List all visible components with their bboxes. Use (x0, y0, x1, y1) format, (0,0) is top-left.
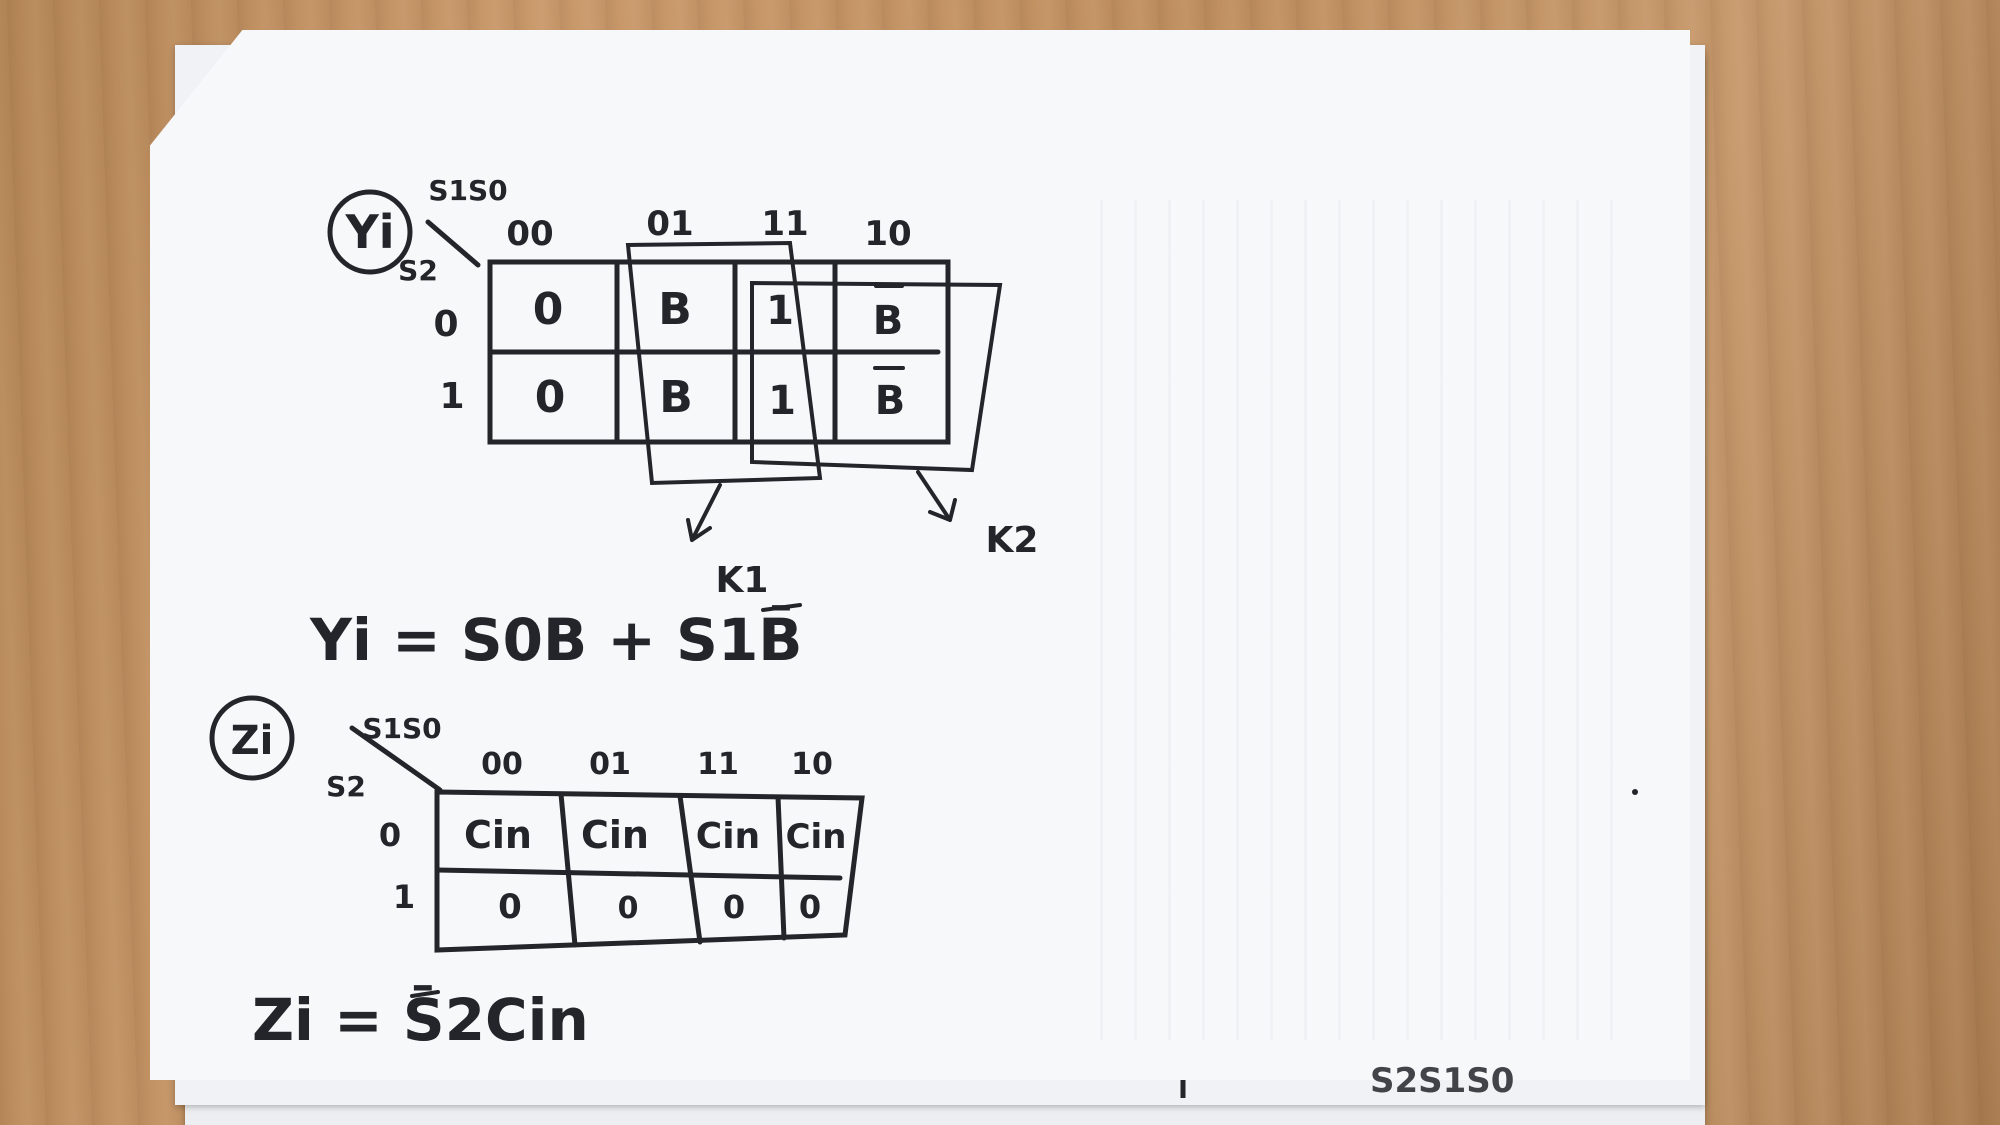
zi-corner-diagonal (349, 725, 443, 793)
zi-col-header-2: 01 (589, 747, 631, 782)
group-k2-loop (750, 280, 1003, 473)
yi-corner-diagonal (425, 219, 481, 268)
ink-dot (1632, 789, 1638, 795)
zi-row-header-1: 0 (379, 816, 401, 854)
zi-row-variable: S2 (326, 770, 366, 803)
zi-cell: 0 (498, 887, 522, 927)
group-k1-loop (625, 240, 823, 486)
zi-cell: Cin (786, 817, 847, 857)
yi-col-header-1: 00 (506, 214, 553, 254)
equation-b-overline (761, 603, 802, 612)
yi-cell: 1 (766, 288, 794, 334)
yi-cell: 1 (768, 378, 796, 424)
zi-cell: Cin (696, 816, 760, 857)
yi-label-circle (327, 189, 413, 275)
yi-label: Yi (344, 205, 394, 259)
yi-row-header-2: 1 (439, 376, 464, 417)
yi-col-header-4: 10 (864, 214, 911, 254)
yi-col-header-3: 11 (761, 204, 808, 244)
zi-col-header-3: 11 (697, 747, 739, 782)
zi-column-variable: S1S0 (362, 712, 441, 745)
show-through-writing (1100, 200, 1620, 1040)
zi-label: Zi (231, 718, 274, 764)
k1-arrow (686, 483, 722, 542)
group-k1-label: K1 (716, 560, 769, 601)
yi-row-variable: S2 (398, 254, 438, 287)
yi-cell: 0 (535, 372, 566, 423)
zi-cell: Cin (464, 813, 532, 857)
underlying-sheet-text: S2S1S0 (1370, 1061, 1514, 1101)
zi-col-header-1: 00 (481, 747, 523, 782)
zi-col-header-4: 10 (791, 747, 833, 782)
k2-arrow (916, 470, 957, 522)
yi-cell: B (875, 378, 906, 424)
yi-col-header-2: 01 (646, 204, 693, 244)
zi-row-divider (434, 867, 843, 881)
group-k2-label: K2 (986, 520, 1039, 561)
paper-sheet-front (150, 30, 1690, 1080)
zi-label-circle (209, 695, 295, 781)
zi-row-header-2: 1 (393, 878, 415, 916)
yi-cell: B (873, 298, 904, 344)
yi-cell: B (659, 372, 693, 423)
zi-col-divider-1 (558, 791, 578, 948)
zi-equation: Zi = S̄2Cin (252, 984, 589, 1054)
zi-col-divider-2 (677, 793, 703, 945)
equation-s2-overline (410, 990, 440, 998)
zi-cell: 0 (799, 888, 821, 926)
yi-cell: B (658, 284, 692, 335)
zi-cell: 0 (723, 888, 745, 926)
yi-row-header-1: 0 (433, 304, 458, 345)
yi-cell: 0 (533, 284, 564, 335)
yi-column-variable: S1S0 (428, 174, 507, 207)
zi-col-divider-3 (775, 794, 787, 941)
zi-kmap-grid (434, 789, 865, 953)
yi-equation: Yi = S0B + S1B̄ (309, 604, 803, 674)
zi-cell: Cin (581, 813, 649, 857)
zi-cell: 0 (618, 891, 639, 926)
